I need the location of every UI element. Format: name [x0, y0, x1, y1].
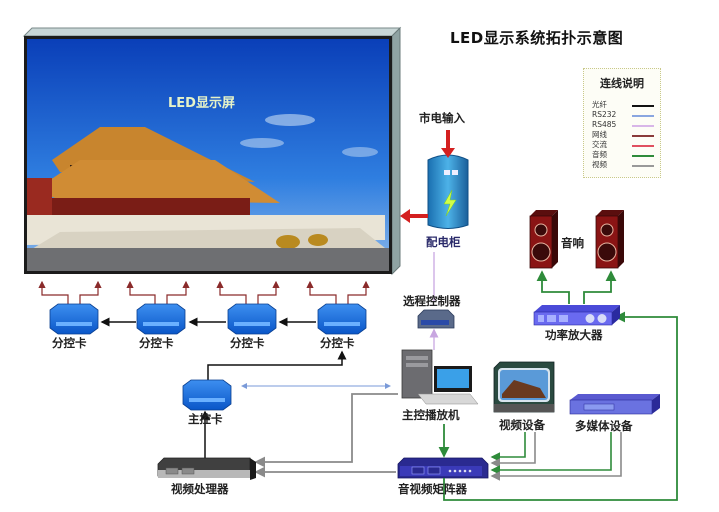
main-pc-icon	[401, 349, 479, 405]
speaker-right-icon	[595, 210, 624, 269]
amplifier-label: 功率放大器	[545, 328, 603, 342]
receiver-card-icons	[49, 303, 367, 335]
power-cabinet-icon	[427, 154, 469, 229]
receiver-card-label-4: 分控卡	[320, 336, 355, 350]
main-pc-label: 主控播放机	[402, 408, 460, 422]
speakers-label: 音响	[561, 236, 584, 250]
connection-legend: 连线说明 光纤 RS232 RS485 网线 交流 音频 视频	[583, 68, 661, 178]
legend-item-audio: 音频	[592, 150, 656, 161]
multimedia-device-label: 多媒体设备	[575, 419, 633, 433]
legend-item-rs485: RS485	[592, 120, 656, 131]
legend-item-rs232: RS232	[592, 110, 656, 121]
led-screen	[22, 26, 402, 276]
speaker-left-icon	[529, 210, 558, 269]
video-device-icon	[493, 361, 555, 413]
legend-item-network: 网线	[592, 130, 656, 141]
legend-item-video: 视频	[592, 160, 656, 171]
diagram-title: LED显示系统拓扑示意图	[450, 29, 624, 47]
receiver-card-label-3: 分控卡	[230, 336, 265, 350]
receiver-card-label-1: 分控卡	[52, 336, 87, 350]
legend-item-fiber: 光纤	[592, 100, 656, 111]
remote-controller-label: 选程控制器	[403, 294, 461, 308]
receiver-card-label-2: 分控卡	[139, 336, 174, 350]
legend-item-ac: 交流	[592, 140, 656, 151]
legend-title: 连线说明	[600, 77, 644, 90]
main-card-icon	[182, 379, 232, 411]
remote-controller-icon	[417, 309, 455, 329]
multimedia-device-icon	[569, 394, 660, 415]
power-cabinet-label: 配电柜	[426, 235, 461, 249]
video-device-label: 视频设备	[499, 418, 545, 432]
video-processor-label: 视频处理器	[171, 482, 229, 496]
amplifier-icon	[533, 305, 620, 326]
main-card-label: 主控卡	[188, 412, 223, 426]
mains-input-label: 市电输入	[419, 111, 465, 125]
video-processor-icon	[157, 457, 256, 480]
led-screen-label: LED显示屏	[168, 96, 235, 111]
av-matrix-label: 音视频矩阵器	[398, 482, 467, 496]
av-matrix-icon	[397, 457, 489, 479]
